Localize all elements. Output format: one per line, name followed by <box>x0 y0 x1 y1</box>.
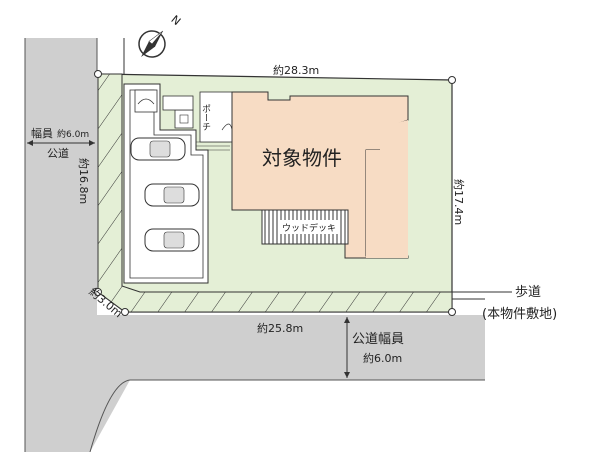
arrow-head <box>89 140 95 146</box>
corner-marker <box>94 70 102 78</box>
road-left-width-value: 約6.0m <box>57 128 89 140</box>
corner-marker <box>121 308 129 316</box>
sidewalk-label: 歩道 <box>515 285 541 300</box>
compass-north-label: N <box>168 13 183 28</box>
corner-marker <box>448 308 456 316</box>
dim-left: 約16.8m <box>77 158 91 204</box>
corner-marker <box>94 288 102 296</box>
arrow-head <box>27 140 33 146</box>
door-arc <box>137 98 155 105</box>
car-2 <box>144 183 200 207</box>
arrow-head <box>344 317 350 323</box>
entry-box <box>134 89 158 113</box>
sidewalk-note: (本物件敷地) <box>482 307 557 322</box>
dim-right: 約17.4m <box>452 179 466 225</box>
porch <box>199 91 233 143</box>
deck-label: ウッドデッキ <box>282 222 336 234</box>
porch-step-inner <box>179 114 189 124</box>
porch-label: ポーチ <box>200 104 211 131</box>
road-bottom-name: 公道幅員 <box>352 332 404 347</box>
building-right <box>366 120 408 258</box>
dim-bottom: 約25.8m <box>257 321 303 335</box>
building-label: 対象物件 <box>262 146 342 170</box>
car-3 <box>144 228 200 252</box>
road-bottom-width: 約6.0m <box>363 351 402 365</box>
road-left-width-label: 幅員 <box>31 127 53 140</box>
deck-label-bg <box>280 220 340 234</box>
dim-top: 約28.3m <box>273 63 319 77</box>
porch-box <box>162 95 194 111</box>
arrow-head <box>344 372 350 378</box>
compass-icon <box>138 30 166 58</box>
porch-steps <box>174 109 194 129</box>
road-edge-curve <box>89 379 485 452</box>
road-left-name: 公道 <box>47 146 69 160</box>
car-1 <box>130 137 186 161</box>
road-left <box>25 38 485 452</box>
corner-marker <box>448 76 456 84</box>
